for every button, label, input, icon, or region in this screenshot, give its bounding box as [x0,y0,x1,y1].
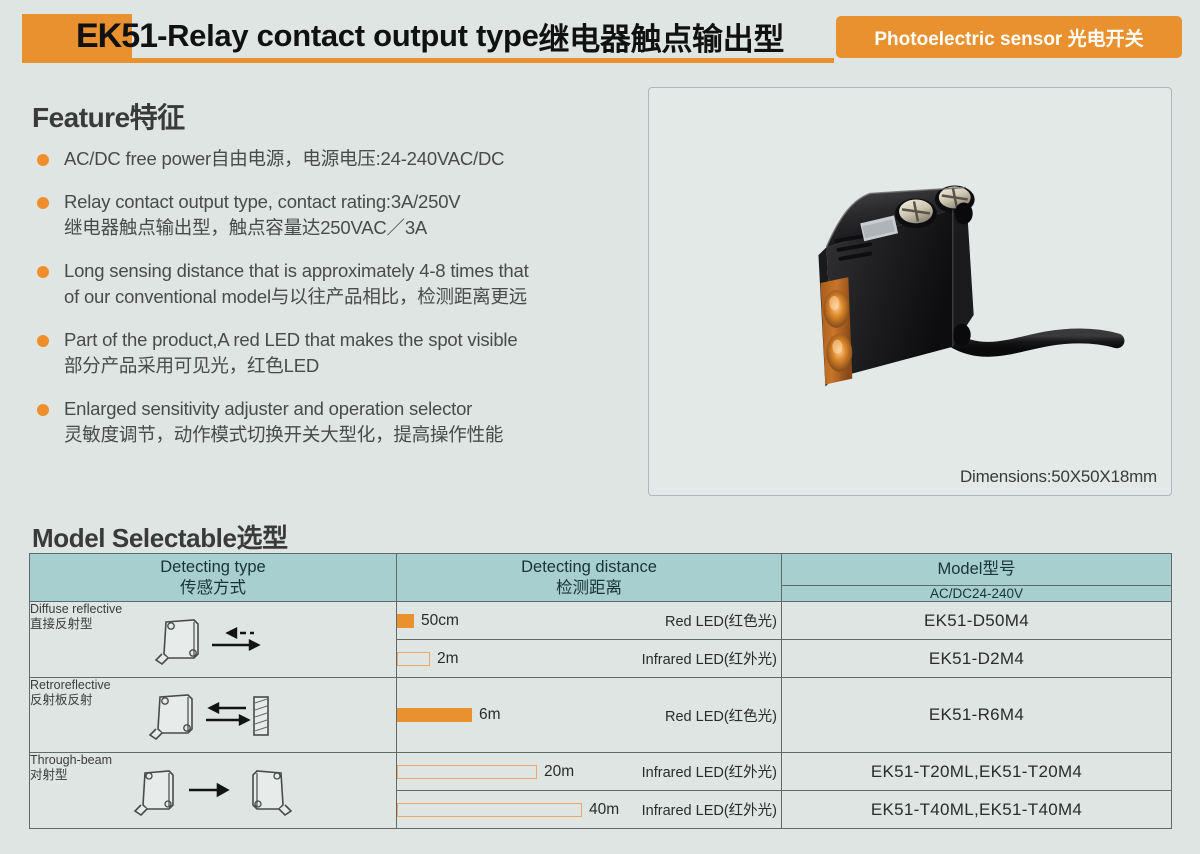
feature-item: Part of the product,A red LED that makes… [32,327,652,379]
detecting-type-cell-through-beam: Through-beam 对射型 [29,752,397,829]
distance-bar-row: 20m Infrared LED(红外光) [397,753,781,790]
category-badge: Photoelectric sensor 光电开关 [836,16,1182,58]
feature-item: Long sensing distance that is approximat… [32,258,652,310]
type-label-cn: 直接反射型 [30,617,93,631]
column-subheader-voltage: AC/DC24-240V [781,585,1172,602]
bullet-icon [37,335,49,347]
detecting-distance-cn: 检测距离 [556,578,622,597]
feature-text-line2: 继电器触点输出型，触点容量达250VAC／3A [64,217,428,238]
detecting-type-cn: 传感方式 [180,578,246,597]
detecting-distance-cell: 6m Red LED(红色光) [396,677,782,753]
product-image-panel: Dimensions:50X50X18mm [648,87,1172,496]
bullet-icon [37,154,49,166]
table-row: Retroreflective 反射板反射 [29,677,1172,753]
model-number-cell: EK51-R6M4 [781,677,1172,753]
distance-value: 6m [479,706,501,723]
feature-section: Feature特征 AC/DC free power自由电源，电源电压:24-2… [32,96,652,465]
column-header-model: Model型号 [781,553,1172,586]
feature-list: AC/DC free power自由电源，电源电压:24-240VAC/DC R… [32,146,652,448]
detecting-type-en: Detecting type [160,557,266,576]
table-row: 2m Infrared LED(红外光) EK51-D2M4 [30,639,1172,678]
distance-bar-row: 2m Infrared LED(红外光) [397,640,781,677]
bullet-icon [37,404,49,416]
detecting-type-label: Through-beam 对射型 [30,753,396,783]
detecting-type-cell-diffuse: Diffuse reflective 直接反射型 [29,601,397,678]
retroreflective-icon [148,694,269,741]
distance-value: 50cm [421,611,459,629]
type-label-en: Diffuse reflective [30,602,123,616]
distance-bar-row: 6m Red LED(红色光) [397,679,781,751]
table-row: Diffuse reflective 直接反射型 [29,601,1172,678]
table-header-row: Detecting type 传感方式 Detecting distance 检… [29,553,1172,602]
detecting-type-label: Retroreflective 反射板反射 [30,678,396,708]
model-number-cell: EK51-T40ML,EK51-T40M4 [781,790,1172,829]
distance-bar [397,613,414,628]
table-row: Through-beam 对射型 [29,752,1172,829]
led-type-label: Red LED(红色光) [665,614,777,630]
title-accent-block [22,14,132,58]
feature-text-line1: Relay contact output type, contact ratin… [64,191,461,212]
distance-value: 40m [589,800,620,818]
type-label-cn: 对射型 [30,768,68,782]
title-accent-underline [22,58,834,63]
detecting-distance-cell: 40m Infrared LED(红外光) [396,790,782,829]
feature-item: AC/DC free power自由电源，电源电压:24-240VAC/DC [32,146,652,172]
detecting-type-label: Diffuse reflective 直接反射型 [30,602,396,632]
detecting-distance-cell: 2m Infrared LED(红外光) [396,639,782,678]
distance-bar [397,802,582,817]
table-row: 40m Infrared LED(红外光) EK51-T40ML,EK51-T4… [30,790,1172,829]
bullet-icon [37,266,49,278]
column-header-detecting-distance: Detecting distance 检测距离 [396,553,782,602]
detecting-distance-cell: 50cm Red LED(红色光) [396,601,782,640]
feature-text-line1: AC/DC free power自由电源，电源电压:24-240VAC/DC [64,148,505,169]
feature-text-line2: 灵敏度调节，动作模式切换开关大型化，提高操作性能 [64,424,504,445]
feature-item: Relay contact output type, contact ratin… [32,189,652,241]
table-subheader-row: AC/DC24-240V [30,585,1172,602]
detecting-type-cell-retroreflective: Retroreflective 反射板反射 [29,677,397,753]
type-label-cn: 反射板反射 [30,693,93,707]
through-beam-icon [133,769,293,816]
distance-bar [397,764,537,779]
model-selection-table: Detecting type 传感方式 Detecting distance 检… [29,553,1172,829]
column-header-detecting-type: Detecting type 传感方式 [29,553,397,602]
type-label-en: Retroreflective [30,678,111,692]
distance-value: 2m [437,649,459,667]
distance-bar-row: 40m Infrared LED(红外光) [397,791,781,828]
feature-text-line2: 部分产品采用可见光，红色LED [64,355,319,376]
bullet-icon [37,197,49,209]
led-type-label: Infrared LED(红外光) [641,652,777,668]
diffuse-reflective-icon [154,618,261,665]
page-title-model: EK51 [76,16,158,55]
model-section-heading: Model Selectable选型 [32,523,288,553]
photoelectric-sensor-photo [818,185,1125,387]
page-title-cn: 继电器触点输出型 [538,21,785,57]
type-label-en: Through-beam [30,753,112,767]
distance-bar [397,651,430,666]
led-type-label: Infrared LED(红外光) [641,765,777,781]
distance-bar [397,708,472,722]
distance-bar-row: 50cm Red LED(红色光) [397,602,781,639]
page-title-en: -Relay contact output type [157,18,539,53]
model-number-cell: EK51-D2M4 [781,639,1172,678]
feature-item: Enlarged sensitivity adjuster and operat… [32,396,652,448]
dimensions-label: Dimensions:50X50X18mm [959,467,1157,486]
detecting-distance-cell: 20m Infrared LED(红外光) [396,752,782,791]
detecting-distance-en: Detecting distance [521,557,657,576]
led-type-label: Red LED(红色光) [665,708,777,725]
led-type-label: Infrared LED(红外光) [641,803,777,819]
model-number-cell: EK51-T20ML,EK51-T20M4 [781,752,1172,791]
distance-value: 20m [544,762,575,780]
model-number-cell: EK51-D50M4 [781,601,1172,640]
feature-heading: Feature特征 [32,102,185,133]
feature-text-line1: Part of the product,A red LED that makes… [64,329,518,350]
feature-text-line1: Enlarged sensitivity adjuster and operat… [64,398,473,419]
feature-text-line2: of our conventional model与以往产品相比，检测距离更远 [64,286,528,307]
feature-text-line1: Long sensing distance that is approximat… [64,260,529,281]
